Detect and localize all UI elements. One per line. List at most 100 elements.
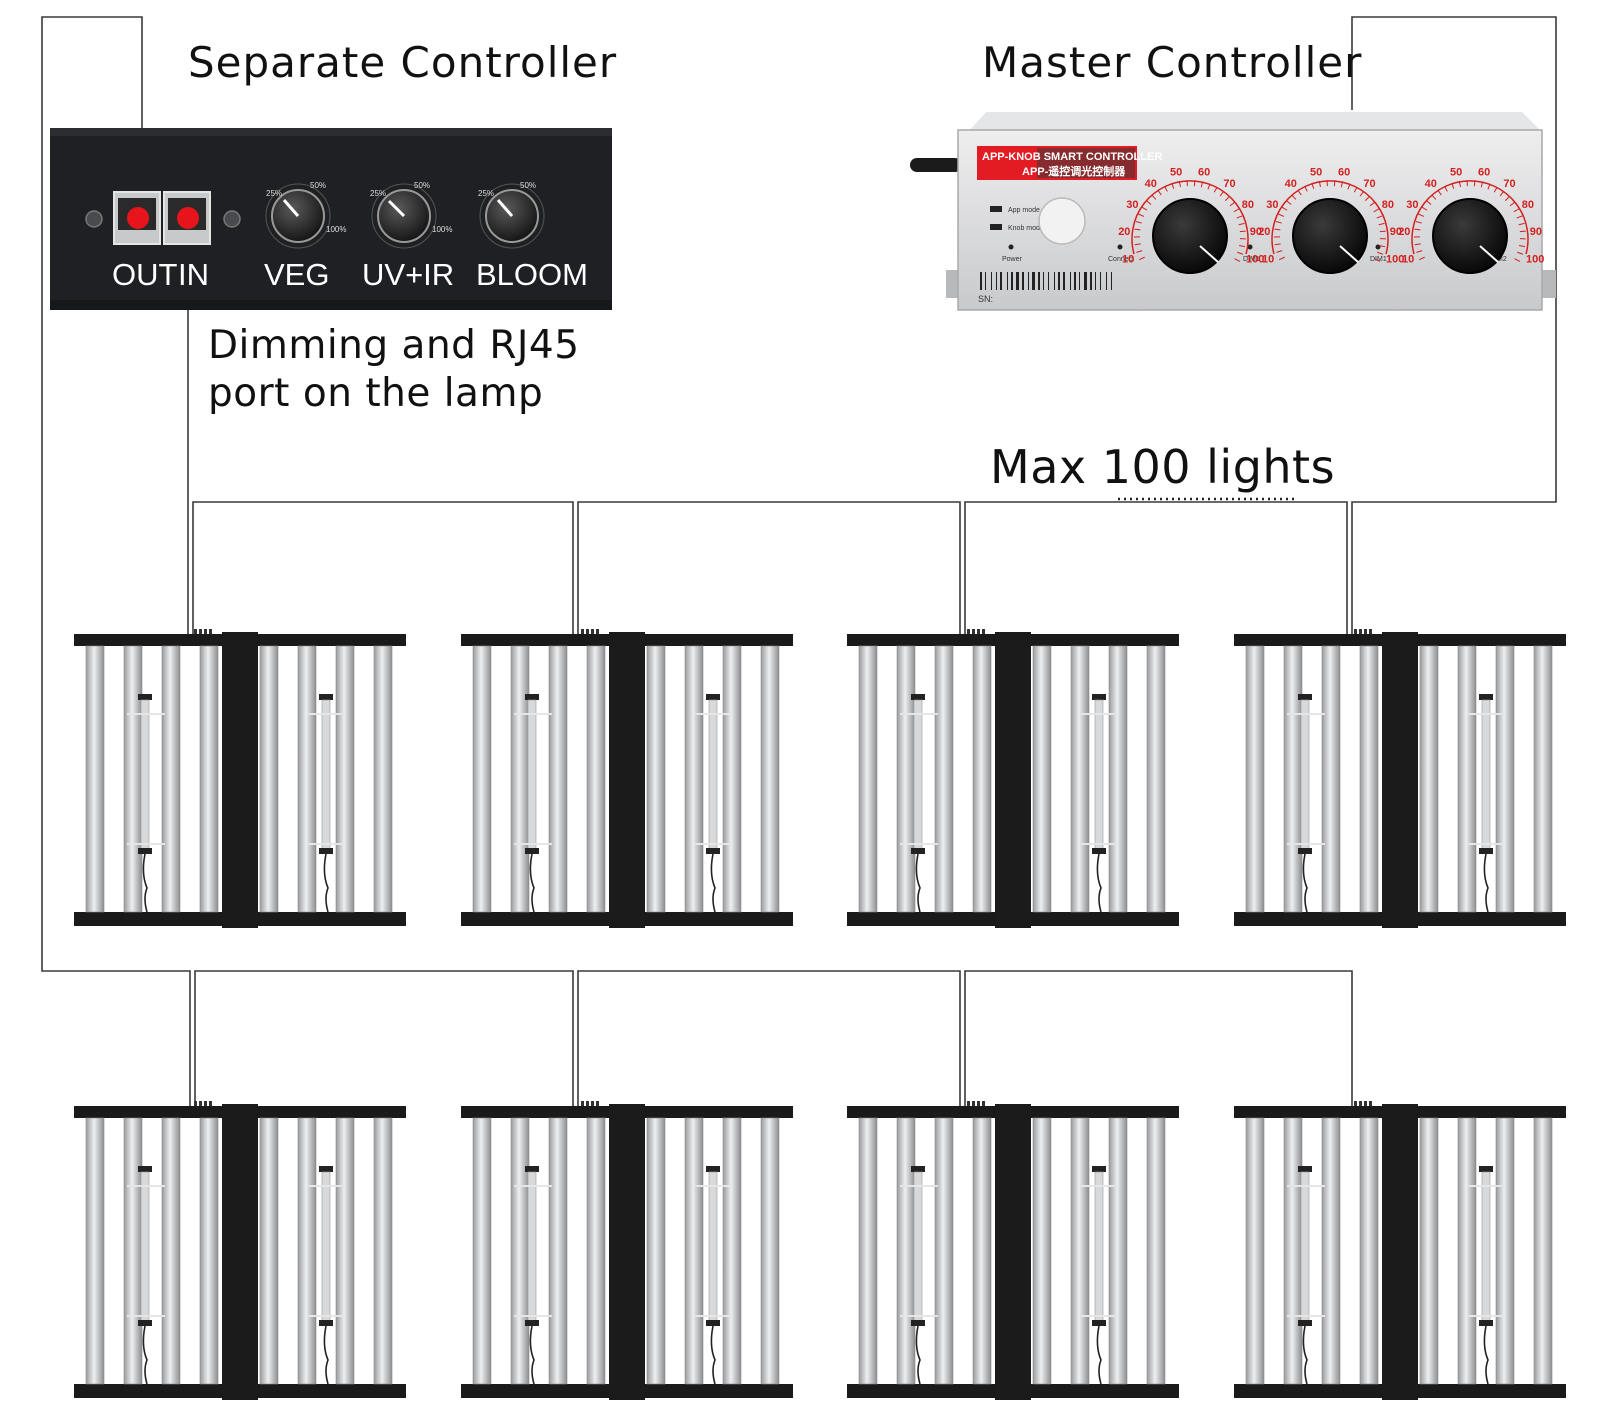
separate-controller: 25%50%100% 25%50%100% 25%50% OUT IN VEG … [50, 128, 612, 310]
scale-mark: 60 [1338, 166, 1350, 178]
light-bar [86, 1118, 104, 1384]
scale-mark: 90 [1530, 226, 1542, 238]
light-bar [1071, 1118, 1089, 1384]
light-bar [897, 646, 915, 912]
scale-mark: 80 [1382, 199, 1394, 211]
scale-mark: 40 [1285, 178, 1297, 190]
light-bar [587, 646, 605, 912]
light-bar [336, 646, 354, 912]
light-fixture [461, 629, 793, 928]
scale-mark: 10 [1262, 254, 1274, 266]
light-bar [473, 1118, 491, 1384]
light-bar [1360, 1118, 1378, 1384]
svg-text:Power: Power [1002, 256, 1023, 263]
light-bar [1420, 646, 1438, 912]
light-bar [1458, 646, 1476, 912]
scale-mark: 30 [1266, 199, 1278, 211]
antenna-icon [910, 158, 962, 172]
knob-label-bloom: BLOOM [476, 257, 588, 292]
light-bar [1246, 1118, 1264, 1384]
light-bar [336, 1118, 354, 1384]
knob-label-veg: VEG [264, 257, 329, 292]
light-bar [1284, 1118, 1302, 1384]
light-bar [549, 646, 567, 912]
scale-mark: 80 [1522, 199, 1534, 211]
light-bar [935, 646, 953, 912]
scale-mark: 40 [1425, 178, 1437, 190]
light-bar [935, 1118, 953, 1384]
light-bar [298, 646, 316, 912]
light-bar [973, 646, 991, 912]
wire-master [1352, 17, 1556, 635]
svg-text:DIM1: DIM1 [1370, 256, 1387, 263]
light-bar [1109, 1118, 1127, 1384]
light-fixture [74, 629, 406, 928]
scale-mark: 50 [1310, 166, 1322, 178]
panel-label-line2: APP-遥控调光控制器 [1022, 164, 1126, 178]
light-bar [647, 646, 665, 912]
capacity-note: Max 100 lights [990, 440, 1335, 494]
light-bar [647, 1118, 665, 1384]
scale-mark: 10 [1122, 254, 1134, 266]
light-bar [511, 646, 529, 912]
light-bar [124, 646, 142, 912]
light-bar [511, 1118, 529, 1384]
scale-mark: 50 [1170, 166, 1182, 178]
scale-mark: 30 [1406, 199, 1418, 211]
master-controller: APP-KNOB SMART CONTROLLER APP-遥控调光控制器 Ap… [910, 112, 1556, 310]
svg-text:50%: 50% [520, 181, 536, 190]
port-label-out: OUT [112, 257, 178, 292]
scale-mark: 70 [1503, 178, 1515, 190]
light-fixture [847, 1101, 1179, 1400]
svg-text:25%: 25% [478, 189, 494, 198]
light-bar [1071, 646, 1089, 912]
svg-text:100%: 100% [326, 225, 346, 234]
svg-text:25%: 25% [370, 189, 386, 198]
scale-mark: 70 [1363, 178, 1375, 190]
scale-mark: 10 [1402, 254, 1414, 266]
light-bar [1360, 646, 1378, 912]
scale-mark: 100 [1526, 254, 1544, 266]
light-bar [1033, 1118, 1051, 1384]
light-bar [1458, 1118, 1476, 1384]
light-bar [1420, 1118, 1438, 1384]
mode-knob[interactable] [1039, 198, 1085, 244]
svg-text:50%: 50% [310, 181, 326, 190]
wire-top-chain-2 [578, 502, 960, 635]
scale-mark: 60 [1198, 166, 1210, 178]
light-fixture [461, 1101, 793, 1400]
light-bar [1496, 1118, 1514, 1384]
scale-mark: 20 [1118, 226, 1130, 238]
light-bar [298, 1118, 316, 1384]
light-bar [473, 646, 491, 912]
scale-mark: 30 [1126, 199, 1138, 211]
light-bar [260, 1118, 278, 1384]
light-bar [162, 1118, 180, 1384]
wire-bottom-chain-3 [965, 971, 1352, 1112]
light-bar [1147, 646, 1165, 912]
svg-text:Knob mode: Knob mode [1008, 225, 1044, 232]
scale-mark: 80 [1242, 199, 1254, 211]
light-bar [1496, 646, 1514, 912]
light-bar [1246, 646, 1264, 912]
light-bar [374, 1118, 392, 1384]
scale-mark: 50 [1450, 166, 1462, 178]
scale-mark: 60 [1478, 166, 1490, 178]
light-bar [897, 1118, 915, 1384]
scale-mark: 20 [1398, 226, 1410, 238]
light-bar [1322, 1118, 1340, 1384]
lamp-port-note: Dimming and RJ45 port on the lamp [208, 322, 580, 418]
light-fixture [1234, 1101, 1566, 1400]
port-marker-in [177, 207, 199, 229]
light-bar [86, 646, 104, 912]
port-label-in: IN [178, 257, 209, 292]
light-bar [1284, 646, 1302, 912]
wire-top-chain-1 [193, 502, 573, 635]
light-bar [723, 646, 741, 912]
wire-bottom-chain-2 [578, 971, 960, 1112]
light-bar [1534, 646, 1552, 912]
port-marker-out [127, 207, 149, 229]
separate-controller-title: Separate Controller [188, 38, 617, 87]
light-bar [200, 646, 218, 912]
